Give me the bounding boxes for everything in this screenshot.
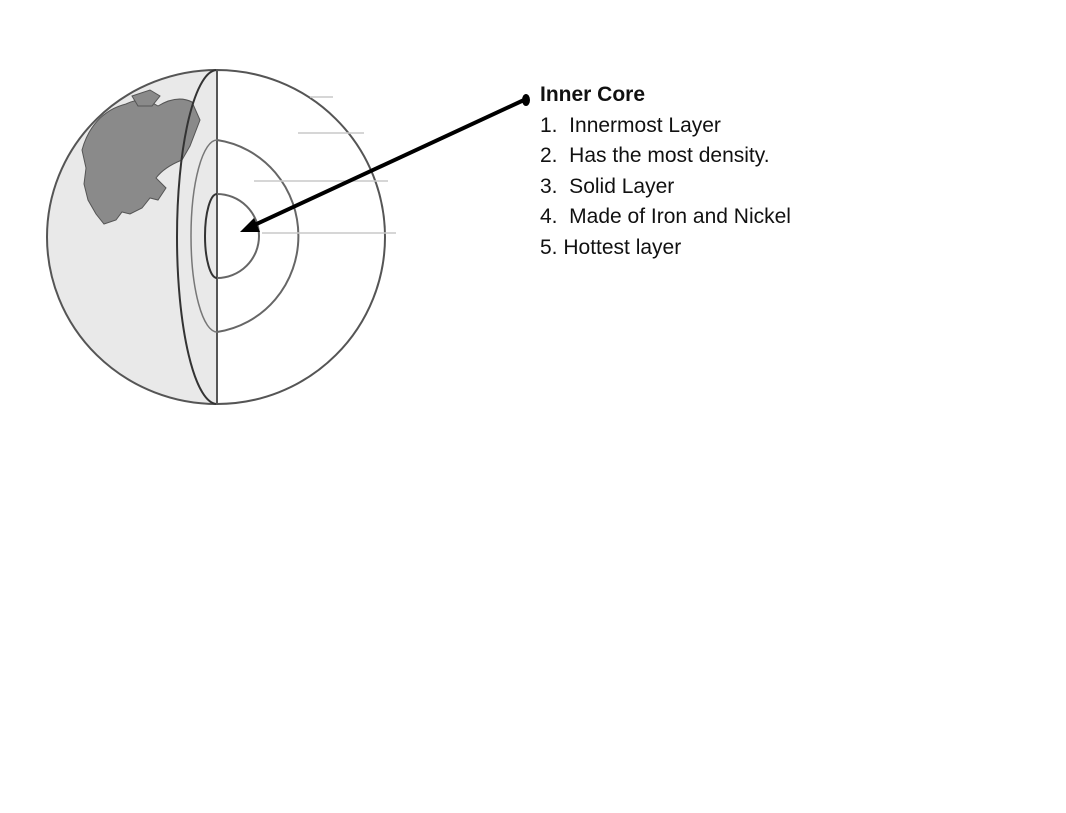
greenland-landmass: [131, 89, 161, 107]
north-america-landmass: [81, 98, 201, 225]
outer-core-lens: [190, 139, 218, 333]
cross-section-face: [216, 68, 386, 406]
label-title: Inner Core: [540, 83, 646, 106]
pointer-arrow-line: [249, 98, 525, 229]
pointer-dot: [522, 94, 530, 106]
fact-item-4: 4. Made of Iron and Nickel: [540, 205, 791, 228]
inner-core-lens: [204, 193, 218, 279]
pointer-arrowhead: [240, 218, 260, 232]
fact-item-3: 3. Solid Layer: [540, 174, 675, 198]
fact-item-2: 2. Has the most density.: [540, 144, 770, 167]
crust-band: [176, 69, 218, 405]
outer-core-boundary: [216, 139, 300, 333]
fact-item-1: 1. Innermost Layer: [540, 113, 721, 137]
fact-item-5: 5. Hottest layer: [540, 235, 682, 259]
inner-core-label: Inner Core 1. Innermost Layer 2. Has the…: [540, 80, 920, 263]
continents: [81, 89, 201, 225]
inner-core-boundary: [216, 193, 260, 279]
faint-leader-lines: [254, 96, 396, 234]
